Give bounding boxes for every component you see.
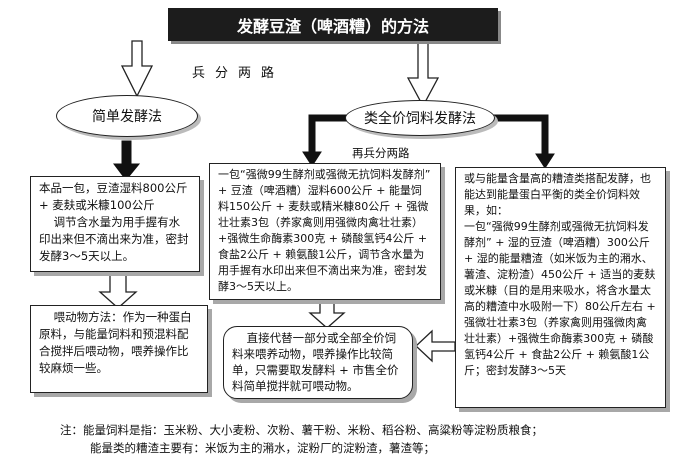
thick-elbow-middle: [308, 114, 351, 156]
hollow-arrow-down-middle: [308, 299, 346, 329]
thick-elbow-right: [493, 114, 549, 158]
thick-head-simple: [113, 163, 141, 181]
full-price-method-oval: 类全价饲料发酵法: [345, 100, 495, 136]
right-recipe-text: 或与能量含量高的糟渣类搭配发酵，也能达到能量蛋白平衡的类全价饲料效果，如： 一包…: [464, 172, 656, 377]
note-energy-residue: 能量类的糟渣主要有：米饭为主的潲水，淀粉厂的淀粉渣，薯渣等；: [90, 441, 435, 455]
direct-feeding-text: 直接代替一部分或全部全价饲料来喂养动物，喂养操作比较简单，只需要取发酵料 + 市…: [232, 331, 399, 393]
middle-recipe-text: 一包“强微99生酵剂或强微无抗饲料发酵剂” + 豆渣（啤酒糟）湿料600公斤 +…: [218, 168, 434, 293]
middle-recipe-box: 一包“强微99生酵剂或强微无抗饲料发酵剂” + 豆渣（啤酒糟）湿料600公斤 +…: [209, 163, 441, 300]
thick-shaft-simple: [121, 140, 132, 167]
direct-feeding-box: 直接代替一部分或全部全价饲料来喂养动物，喂养操作比较简单，只需要取发酵料 + 市…: [223, 326, 413, 399]
hollow-arrow-down-left: [98, 271, 138, 309]
simple-feeding-text: 喂动物方法：作为一种蛋白原料，与能量饲料和预混料配合搅拌后喂动物，喂养操作比较麻…: [39, 310, 192, 375]
simple-method-oval: 简单发酵法: [56, 95, 198, 137]
simple-recipe-box: 本品一包，豆渣湿料800公斤 + 麦麸或米糠100公斤 调节含水量为用手握有水印…: [30, 176, 200, 272]
note-energy-feed: 注：能量饲料是指：玉米粉、大小麦粉、次粉、薯干粉、米粉、稻谷粉、高粱粉等淀粉质粮…: [60, 423, 543, 437]
route-label: 兵分两路: [192, 66, 285, 81]
simple-feeding-box: 喂动物方法：作为一种蛋白原料，与能量饲料和预混料配合搅拌后喂动物，喂养操作比较麻…: [30, 305, 208, 393]
hollow-arrow-left: [120, 40, 154, 98]
hollow-arrow-right: [406, 40, 440, 108]
thick-head-middle: [302, 151, 322, 167]
diagram-title: 发酵豆渣（啤酒糟）的方法: [168, 8, 498, 41]
sub-route-label: 再兵分两路: [352, 146, 410, 160]
simple-recipe-text: 本品一包，豆渣湿料800公斤 + 麦麸或米糠100公斤 调节含水量为用手握有水印…: [39, 181, 189, 263]
hollow-arrow-left-right: [415, 329, 456, 363]
full-price-method-label: 类全价饲料发酵法: [364, 111, 476, 127]
right-recipe-box: 或与能量含量高的糟渣类搭配发酵，也能达到能量蛋白平衡的类全价饲料效果，如： 一包…: [455, 167, 666, 408]
simple-method-label: 简单发酵法: [92, 109, 162, 125]
thick-head-right: [535, 153, 555, 169]
